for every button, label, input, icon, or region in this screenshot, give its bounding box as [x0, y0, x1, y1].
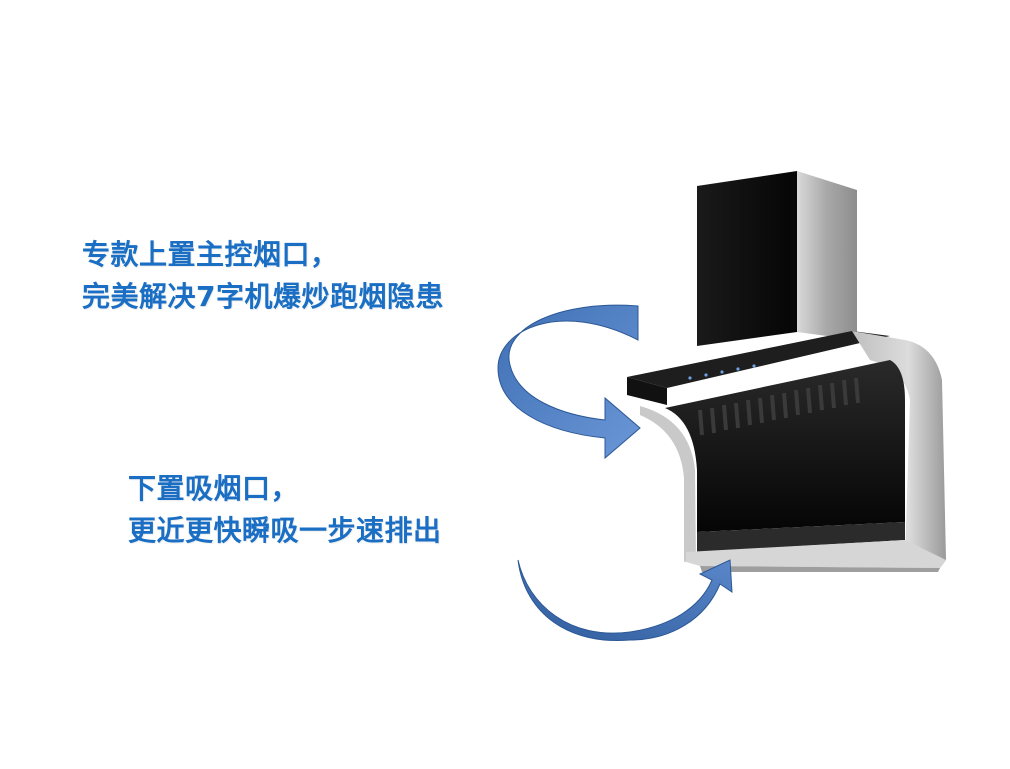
lower-callout-line2: 更近更快瞬吸一步速排出 [128, 514, 442, 547]
upper-callout: 专款上置主控烟口， 完美解决7字机爆炒跑烟隐患 [82, 234, 444, 318]
upper-vent-icon [698, 377, 860, 436]
lower-curved-arrow-icon [517, 559, 733, 642]
lower-callout: 下置吸烟口， 更近更快瞬吸一步速排出 [128, 468, 442, 552]
lower-callout-line1: 下置吸烟口， [128, 472, 300, 505]
range-hood-image [627, 171, 946, 572]
control-buttons-icon [688, 364, 756, 380]
upper-callout-line1: 专款上置主控烟口， [82, 238, 339, 271]
upper-curved-arrow-icon [497, 304, 641, 460]
upper-callout-line2: 完美解决7字机爆炒跑烟隐患 [82, 280, 444, 313]
